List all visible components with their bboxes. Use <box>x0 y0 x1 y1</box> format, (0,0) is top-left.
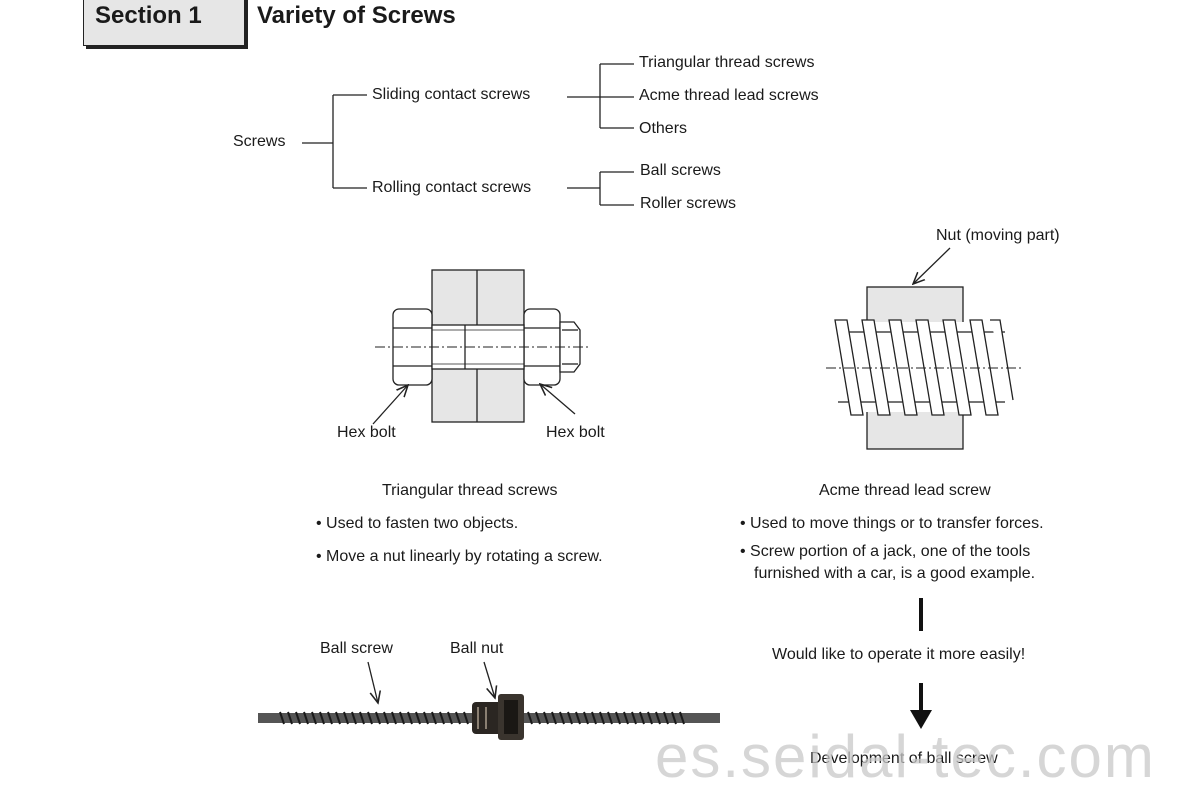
tree-root-label: Screws <box>233 133 286 150</box>
triangular-caption: Triangular thread screws <box>382 482 558 499</box>
acme-bullet-1: • Used to move things or to transfer for… <box>740 515 1044 532</box>
acme-bullet-2-line-1: • Screw portion of a jack, one of the to… <box>740 543 1031 560</box>
page-title: Variety of Screws <box>257 2 456 29</box>
ball-screw-label: Ball screw <box>320 640 393 657</box>
tree-leaf-acme: Acme thread lead screws <box>639 87 819 104</box>
tree-leaf-triangular: Triangular thread screws <box>639 54 815 71</box>
hex-bolt-illustration <box>372 269 588 425</box>
ball-screw-illustration <box>258 661 720 740</box>
flow-result-text: Development of ball screw <box>810 750 998 767</box>
hex-bolt-right-label: Hex bolt <box>546 424 605 441</box>
section-box <box>83 0 245 46</box>
tree-leaf-ball: Ball screws <box>640 162 721 179</box>
tree-connectors <box>302 63 634 206</box>
triangular-bullet-1: • Used to fasten two objects. <box>316 515 519 532</box>
ball-screw-threads <box>279 711 685 725</box>
triangular-bullet-2: • Move a nut linearly by rotating a scre… <box>316 548 603 565</box>
acme-bullet-2-line-2: furnished with a car, is a good example. <box>754 565 1036 582</box>
hex-bolt-left-label: Hex bolt <box>337 424 396 441</box>
tree-rolling-label: Rolling contact screws <box>372 179 532 196</box>
acme-caption: Acme thread lead screw <box>819 482 991 499</box>
watermark: es.seidal-tec.com <box>655 723 1156 790</box>
tree-sliding-label: Sliding contact screws <box>372 86 531 103</box>
nut-label: Nut (moving part) <box>936 227 1060 244</box>
flow-arrows <box>910 598 932 729</box>
acme-screw-illustration <box>826 247 1022 450</box>
flow-wish-text: Would like to operate it more easily! <box>772 646 1026 663</box>
section-label: Section 1 <box>95 2 202 29</box>
tree-leaf-roller: Roller screws <box>640 195 737 212</box>
tree-leaf-others: Others <box>639 120 688 137</box>
ball-nut-label: Ball nut <box>450 640 504 657</box>
